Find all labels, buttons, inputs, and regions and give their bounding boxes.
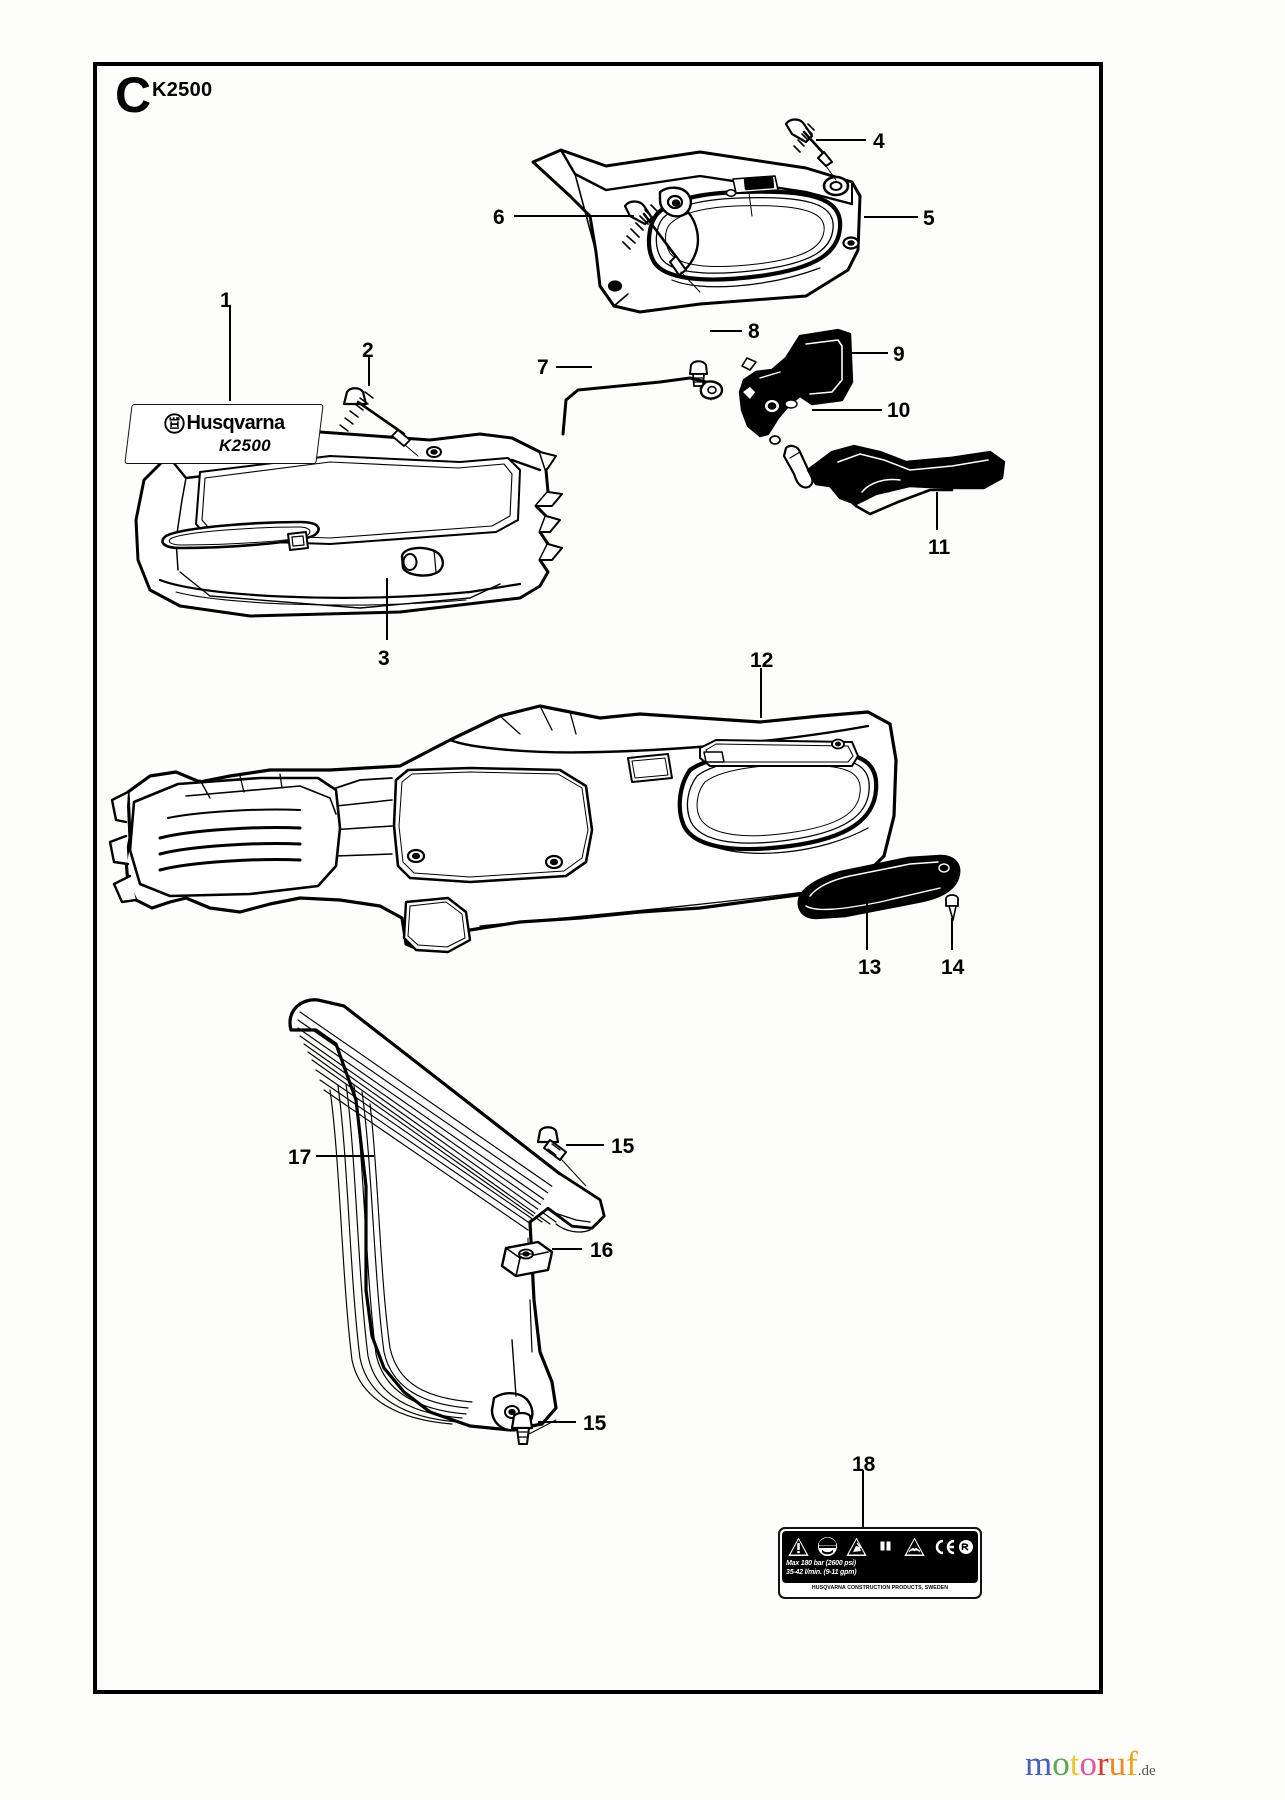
leader-14 [951, 918, 953, 950]
callout-3: 3 [378, 647, 390, 670]
callout-4: 4 [873, 130, 885, 153]
decal-spec-line-1: Max 180 bar (2600 psi) [786, 1560, 856, 1567]
callout-10: 10 [887, 399, 911, 422]
callout-7: 7 [537, 356, 549, 379]
wm-r: r [1096, 1744, 1109, 1783]
wm-o1: o [1052, 1744, 1070, 1783]
decal-spec-line-2: 35-42 l/min. (9-11 gpm) [786, 1569, 857, 1577]
leader-18 [862, 1470, 864, 1528]
part-18-warning-decal: Max 180 bar (2600 psi) 35-42 l/min. (9-1… [778, 1527, 982, 1599]
callout-9: 9 [893, 343, 905, 366]
leader-9 [848, 352, 888, 354]
leader-6 [514, 215, 634, 217]
label-model: K2500 [218, 436, 272, 455]
callout-1: 1 [220, 289, 232, 312]
callout-8: 8 [748, 320, 760, 343]
wm-m: m [1025, 1744, 1053, 1783]
leader-3 [386, 578, 388, 640]
wm-o2: o [1079, 1744, 1097, 1783]
leader-4 [816, 139, 866, 141]
leader-15b [538, 1421, 576, 1423]
motoruf-watermark: motoruf.de [1025, 1746, 1156, 1781]
leader-11 [936, 492, 938, 530]
callout-5: 5 [923, 207, 935, 230]
callout-15a: 15 [611, 1135, 635, 1158]
ce-mark-icon [935, 1539, 955, 1554]
face-mask-icon [817, 1536, 838, 1557]
decal-footer: HUSQVARNA CONSTRUCTION PRODUCTS, SWEDEN [811, 1585, 949, 1591]
kickback-warning-icon [844, 1535, 869, 1557]
callout-2: 2 [362, 339, 374, 362]
leader-10 [812, 409, 882, 411]
leader-17 [316, 1155, 374, 1157]
callout-18: 18 [852, 1453, 876, 1476]
ce-mark-block [934, 1539, 974, 1555]
callout-15b: 15 [583, 1412, 607, 1435]
leader-1 [229, 305, 231, 401]
part-1-product-label: Husqvarna K2500 [124, 404, 324, 464]
read-manual-icon [902, 1535, 927, 1557]
leader-16 [552, 1248, 582, 1250]
callout-13: 13 [858, 956, 882, 979]
wm-f: f [1126, 1744, 1138, 1783]
leader-2 [368, 356, 370, 386]
leader-13 [866, 902, 868, 950]
wm-suffix: .de [1137, 1763, 1156, 1779]
callout-12: 12 [750, 649, 774, 672]
wm-t: t [1069, 1744, 1080, 1783]
leader-8 [710, 330, 742, 332]
callout-17: 17 [288, 1146, 312, 1169]
callout-6: 6 [493, 206, 505, 229]
leader-12 [760, 668, 762, 718]
ear-protection-icon [875, 1536, 896, 1557]
leader-15a [566, 1144, 604, 1146]
page-title: K2500 [152, 79, 213, 101]
certification-seal-icon [959, 1539, 973, 1554]
leader-7 [556, 366, 592, 368]
callout-16: 16 [590, 1239, 614, 1262]
brand-name: Husqvarna [186, 412, 285, 434]
diagram-frame [93, 62, 1103, 1694]
wm-u: u [1108, 1744, 1127, 1783]
husqvarna-crown-icon [163, 413, 185, 434]
section-letter: C [115, 67, 152, 123]
callout-14: 14 [941, 956, 965, 979]
warning-triangle-icon [786, 1535, 811, 1557]
callout-11: 11 [928, 536, 951, 559]
leader-5 [864, 216, 918, 218]
